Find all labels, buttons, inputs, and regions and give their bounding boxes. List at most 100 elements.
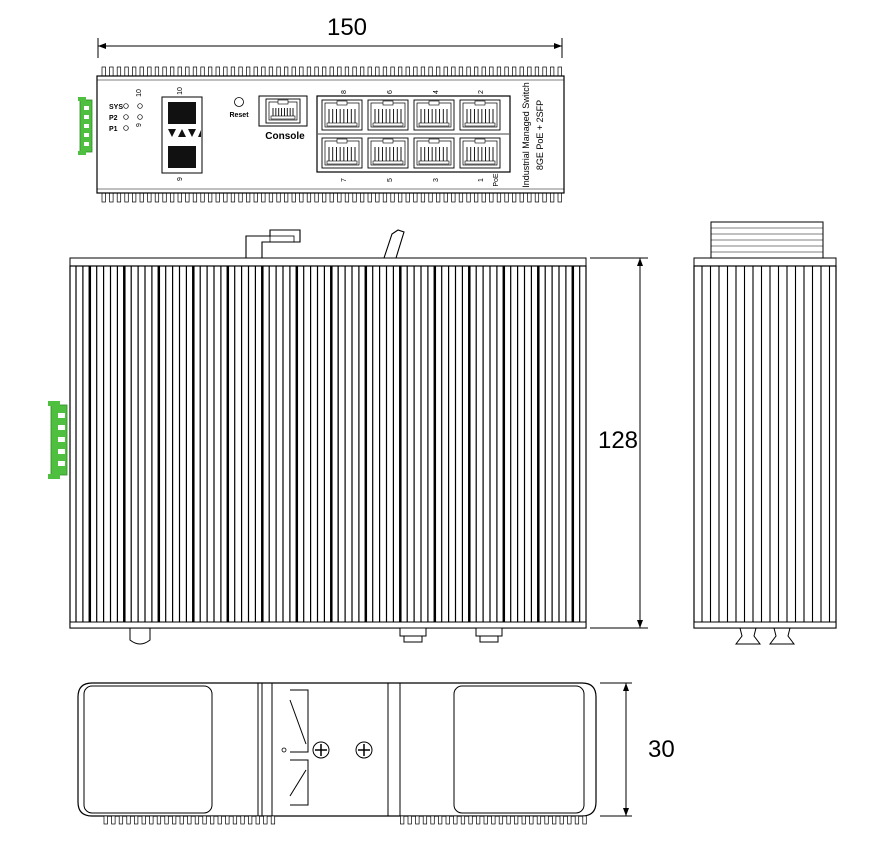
fin bbox=[483, 815, 488, 825]
fin bbox=[299, 66, 304, 77]
fin bbox=[240, 815, 245, 825]
fin bbox=[504, 66, 509, 77]
fin bbox=[536, 815, 542, 825]
front-panel-top-fins bbox=[101, 66, 562, 77]
height-dimension: 128 bbox=[590, 257, 648, 629]
fin bbox=[124, 66, 129, 77]
fin bbox=[215, 192, 220, 203]
fin bbox=[192, 192, 198, 203]
fin bbox=[436, 192, 441, 203]
led-label-9: 9 bbox=[136, 123, 143, 127]
fin bbox=[422, 815, 428, 825]
fin bbox=[474, 66, 479, 77]
rj45-port-bottom-2 bbox=[413, 137, 455, 169]
fin bbox=[382, 66, 388, 77]
sfp-slot-10 bbox=[168, 102, 196, 124]
fin bbox=[263, 815, 268, 825]
fin bbox=[162, 192, 167, 203]
fin bbox=[344, 192, 350, 203]
fin bbox=[200, 66, 205, 77]
fin bbox=[215, 66, 220, 77]
fin bbox=[109, 192, 114, 203]
fin bbox=[134, 815, 139, 825]
fin bbox=[512, 192, 517, 203]
fin bbox=[276, 66, 281, 77]
fin bbox=[534, 66, 540, 77]
fin bbox=[582, 815, 587, 825]
fin bbox=[474, 192, 479, 203]
fin bbox=[314, 66, 319, 77]
fin bbox=[542, 192, 547, 203]
fin bbox=[443, 66, 448, 77]
port-number-4: 4 bbox=[433, 90, 440, 94]
depth-label: 30 bbox=[648, 736, 675, 763]
height-label: 128 bbox=[598, 427, 638, 454]
front-panel-view: SYS P2 P1 10 9 10 9 Reset bbox=[78, 66, 565, 203]
fin bbox=[248, 815, 253, 825]
fin bbox=[253, 192, 258, 203]
fin bbox=[407, 815, 412, 825]
fin bbox=[230, 66, 236, 77]
fin bbox=[468, 815, 473, 825]
fin bbox=[413, 192, 418, 203]
rj45-port-top-3 bbox=[459, 99, 501, 131]
fin bbox=[177, 192, 182, 203]
fin bbox=[512, 66, 517, 77]
fin bbox=[253, 66, 258, 77]
poe-label: PoE bbox=[493, 173, 500, 187]
led-sfp10 bbox=[137, 103, 143, 109]
fin bbox=[246, 66, 251, 77]
fin bbox=[149, 815, 154, 825]
fin bbox=[466, 192, 471, 203]
fin bbox=[276, 192, 281, 203]
port-number-2: 2 bbox=[478, 90, 485, 94]
fin bbox=[436, 66, 441, 77]
console-jack bbox=[265, 98, 301, 124]
port-number-3: 3 bbox=[433, 178, 440, 182]
fin bbox=[481, 192, 486, 203]
fin bbox=[147, 66, 152, 77]
product-model: 8GE PoE + 2SFP bbox=[535, 100, 545, 170]
led-label-p2: P2 bbox=[109, 115, 118, 122]
fin bbox=[375, 66, 380, 77]
end-view bbox=[693, 221, 837, 645]
fin bbox=[400, 815, 405, 825]
rj45-port-bottom-0 bbox=[321, 137, 363, 169]
fin bbox=[398, 66, 403, 77]
fin bbox=[557, 66, 562, 77]
fin bbox=[132, 192, 137, 203]
fin bbox=[559, 815, 564, 825]
side-view bbox=[48, 229, 587, 645]
fin bbox=[519, 66, 524, 77]
fin bbox=[179, 815, 184, 825]
fin bbox=[390, 66, 395, 77]
fin bbox=[481, 66, 486, 77]
fin bbox=[329, 66, 334, 77]
fin bbox=[223, 66, 228, 77]
screw-icon bbox=[355, 741, 373, 759]
fin bbox=[504, 192, 509, 203]
fin bbox=[398, 192, 403, 203]
fin bbox=[118, 815, 124, 825]
fin bbox=[405, 66, 410, 77]
fin bbox=[514, 815, 519, 825]
fin bbox=[284, 192, 289, 203]
port-number-5: 5 bbox=[387, 178, 394, 182]
reset-label: Reset bbox=[229, 112, 249, 119]
fin bbox=[527, 192, 532, 203]
fin bbox=[202, 815, 207, 825]
fin bbox=[322, 66, 327, 77]
side-heatsink-fins bbox=[75, 266, 581, 622]
fin bbox=[352, 66, 357, 77]
fin bbox=[367, 66, 372, 77]
fin bbox=[443, 192, 448, 203]
fin bbox=[217, 815, 222, 825]
fin bbox=[405, 192, 410, 203]
fin bbox=[103, 815, 108, 825]
top-view bbox=[77, 682, 597, 825]
width-dimension: 150 bbox=[97, 14, 563, 58]
fin bbox=[552, 815, 557, 825]
led-label-sys: SYS bbox=[109, 104, 123, 111]
fin bbox=[430, 815, 435, 825]
